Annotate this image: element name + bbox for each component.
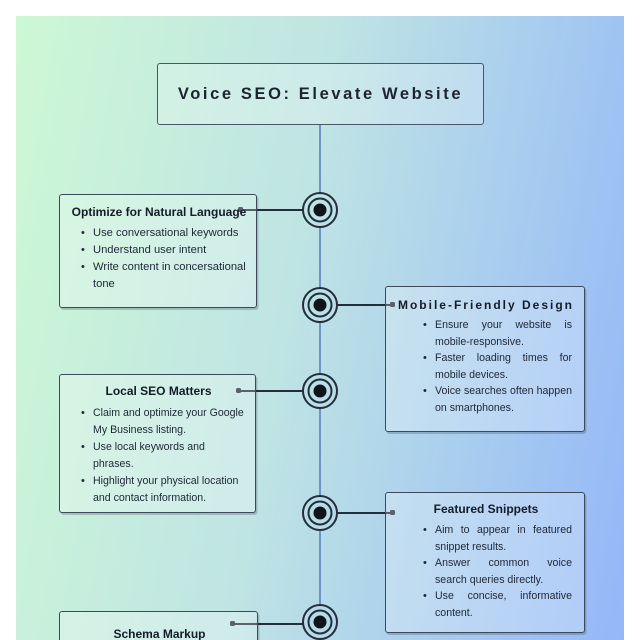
connector-dot [236,388,241,393]
timeline-segment [319,530,321,605]
box-title: Local SEO Matters [105,384,212,398]
bullet-item: Ensure your website is mobile-responsive… [420,317,576,350]
info-box-mobile-friendly-design: Mobile-Friendly Design Ensure your websi… [385,286,585,432]
connector-line [337,512,392,514]
timeline-node-icon [302,373,338,409]
bullet-item: Aim to appear in featured snippet result… [420,522,576,555]
box-title: Schema Markup [113,627,206,640]
bullet-list: Use conversational keywords Understand u… [70,225,248,293]
connector-line [337,304,392,306]
bullet-list: Ensure your website is mobile-responsive… [396,317,576,416]
bullet-item: Voice searches often happen on smartphon… [420,383,576,416]
connector-line [241,209,303,211]
timeline-node-icon [302,192,338,228]
timeline-segment [319,125,321,193]
bullet-item: Understand user intent [78,242,248,259]
bullet-item: Write content in concersational tone [78,259,248,293]
bullet-list: Aim to appear in featured snippet result… [396,522,576,621]
timeline-segment [319,408,321,496]
bullet-item: Use local keywords and phrases. [78,439,247,473]
connector-dot [238,207,243,212]
bullet-item: Faster loading times for mobile devices. [420,350,576,383]
connector-dot [390,302,395,307]
bullet-item: Claim and optimize your Google My Busine… [78,405,247,439]
connector-dot [230,621,235,626]
info-box-local-seo-matters: Local SEO Matters Claim and optimize you… [59,374,256,513]
page-title: Voice SEO: Elevate Website [177,84,464,103]
box-title: Mobile-Friendly Design [397,298,574,312]
connector-line [239,390,303,392]
connector-line [233,623,303,625]
bullet-item: Answer common voice search queries direc… [420,555,576,588]
info-box-featured-snippets: Featured Snippets Aim to appear in featu… [385,492,585,633]
info-box-optimize-natural-language: Optimize for Natural Language Use conver… [59,194,257,308]
timeline-node-icon [302,287,338,323]
timeline-node-icon [302,495,338,531]
box-title: Optimize for Natural Language [71,205,247,219]
info-box-schema-markup: Schema Markup [59,611,258,640]
bullet-item: Highlight your physical location and con… [78,473,247,507]
box-title: Featured Snippets [433,502,539,516]
connector-dot [390,510,395,515]
timeline-segment [319,227,321,288]
bullet-item: Use concise, informative content. [420,588,576,621]
timeline-node-icon [302,604,338,640]
main-title-box: Voice SEO: Elevate Website [157,63,484,125]
bullet-list: Claim and optimize your Google My Busine… [70,405,247,507]
timeline-segment [319,322,321,374]
bullet-item: Use conversational keywords [78,225,248,242]
